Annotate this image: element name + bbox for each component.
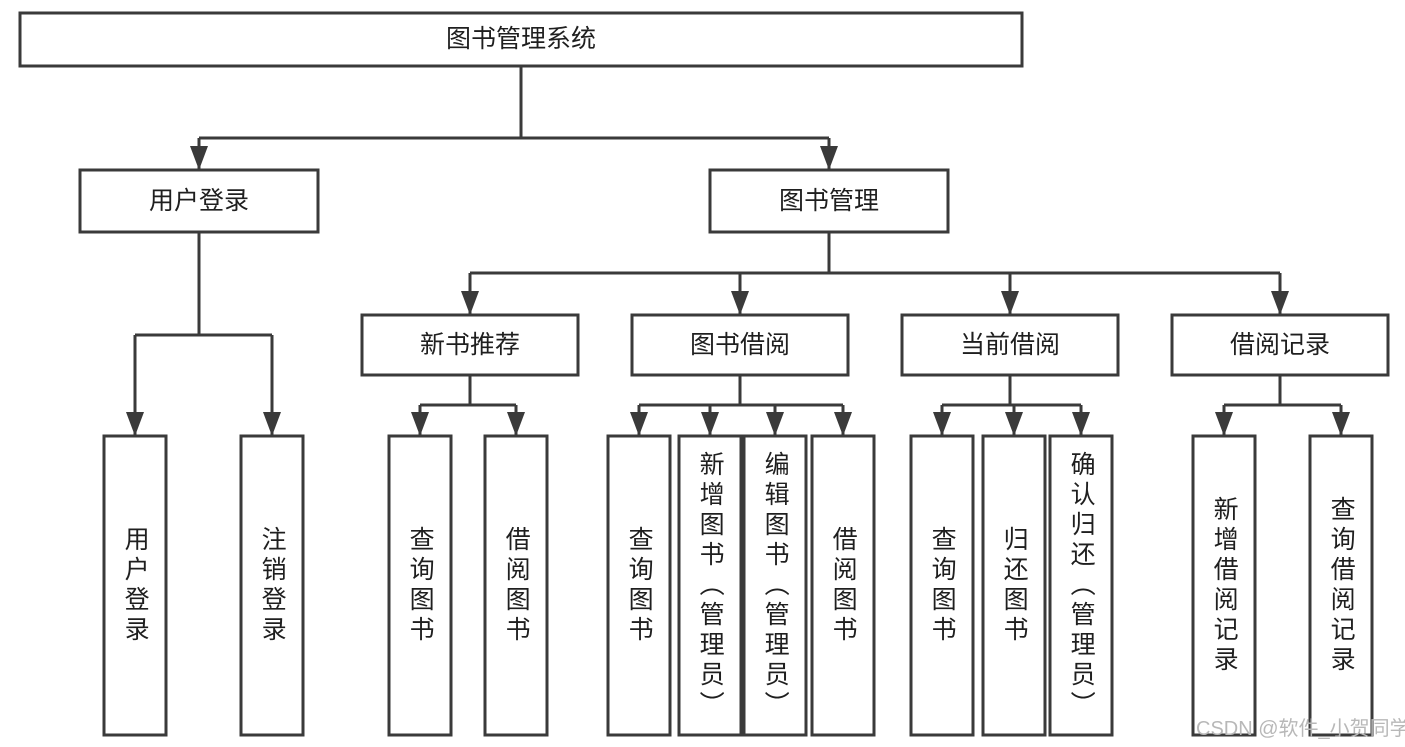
arrow-head-icon (1332, 412, 1350, 436)
node-box-borrow-records[interactable] (1170, 313, 1390, 377)
node-box-root[interactable] (18, 11, 1024, 68)
arrow-head-icon (507, 412, 525, 436)
node-box-current-borrow[interactable] (900, 313, 1120, 377)
arrow-head-icon (411, 412, 429, 436)
arrow-head-icon (1215, 412, 1233, 436)
node-box-leaf-borrow-book-1[interactable] (483, 434, 549, 737)
node-box-leaf-query-book-3[interactable] (909, 434, 975, 737)
node-box-leaf-confirm-return-admin[interactable] (1048, 434, 1114, 737)
node-box-leaf-add-book-admin[interactable] (677, 434, 743, 737)
arrow-head-icon (263, 412, 281, 436)
node-box-leaf-query-borrow-record[interactable] (1308, 434, 1374, 737)
node-box-leaf-edit-book-admin[interactable] (742, 434, 808, 737)
arrow-head-icon (701, 412, 719, 436)
arrow-head-icon (834, 412, 852, 436)
arrow-head-icon (630, 412, 648, 436)
arrow-head-icon (1005, 412, 1023, 436)
arrow-head-icon (933, 412, 951, 436)
arrow-head-icon (1072, 412, 1090, 436)
node-box-leaf-query-book-1[interactable] (387, 434, 453, 737)
node-box-user-login[interactable] (78, 168, 320, 234)
arrow-head-icon (126, 412, 144, 436)
arrow-head-icon (731, 291, 749, 315)
arrow-head-icon (766, 412, 784, 436)
node-box-leaf-return-book[interactable] (981, 434, 1047, 737)
arrow-head-icon (1271, 291, 1289, 315)
node-box-leaf-user-login[interactable] (102, 434, 168, 737)
node-box-leaf-query-book-2[interactable] (606, 434, 672, 737)
boxes-layer (18, 11, 1390, 737)
arrow-head-icon (190, 146, 208, 170)
node-box-leaf-logout-login[interactable] (239, 434, 305, 737)
arrow-head-icon (461, 291, 479, 315)
node-box-leaf-borrow-book-2[interactable] (810, 434, 876, 737)
node-box-new-book-recommend[interactable] (360, 313, 580, 377)
edges-layer (126, 66, 1350, 436)
node-box-book-management[interactable] (708, 168, 950, 234)
arrow-head-icon (820, 146, 838, 170)
node-box-leaf-add-borrow-record[interactable] (1191, 434, 1257, 737)
node-box-book-borrow[interactable] (630, 313, 850, 377)
watermark-text: CSDN @软件_小贺同学 (1196, 718, 1405, 740)
arrow-head-icon (1001, 291, 1019, 315)
